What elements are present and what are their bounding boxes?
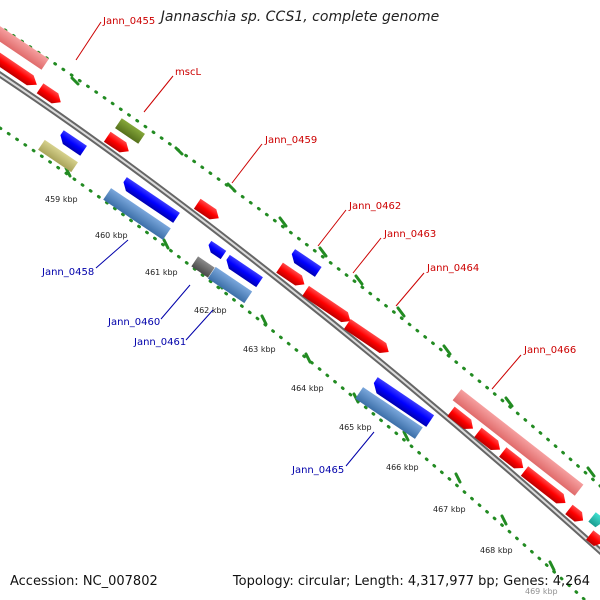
outer-tick-marks <box>4 34 596 478</box>
gene-feature <box>226 254 263 288</box>
accession-text: Accession: NC_007802 <box>10 574 158 589</box>
scale-label: 468 kbp <box>480 546 513 555</box>
forward-genes <box>0 24 600 546</box>
gene-label: Jann_0458 <box>41 267 94 278</box>
gene-feature <box>191 256 215 278</box>
gene-feature <box>36 83 61 104</box>
reverse-genes <box>38 130 435 439</box>
gene-feature <box>565 504 584 522</box>
gene-feature <box>373 377 435 427</box>
gene-feature <box>38 139 78 173</box>
scale-label: 466 kbp <box>386 463 419 472</box>
gene-label: Jann_0463 <box>383 229 436 240</box>
scale-label: 467 kbp <box>433 505 466 514</box>
gene-feature <box>0 46 37 86</box>
gene-feature <box>291 249 322 277</box>
scale-label: 460 kbp <box>95 231 128 240</box>
inner-guide-line <box>0 126 587 600</box>
outer-guide-line <box>3 28 600 488</box>
scale-labels: 459 kbp 460 kbp 461 kbp 462 kbp 463 kbp … <box>45 195 558 596</box>
gene-feature <box>103 131 129 153</box>
scale-label: 463 kbp <box>243 345 276 354</box>
forward-gene-labels: Jann_0455 mscL Jann_0459 Jann_0462 Jann_… <box>102 16 576 356</box>
backbone <box>0 71 600 556</box>
gene-feature <box>302 285 351 323</box>
gene-feature <box>588 512 600 528</box>
gene-label: Jann_0461 <box>133 337 186 348</box>
gene-feature <box>115 118 145 144</box>
gene-feature <box>103 188 171 240</box>
scale-label: 464 kbp <box>291 384 324 393</box>
gene-label: mscL <box>175 67 201 78</box>
gene-feature <box>520 466 566 504</box>
scale-label: 469 kbp <box>525 587 558 596</box>
gene-feature <box>207 266 253 304</box>
gene-feature <box>452 389 584 496</box>
scale-label: 461 kbp <box>145 268 178 277</box>
gene-label: Jann_0459 <box>264 135 317 146</box>
topology-text: Topology: circular; Length: 4,317,977 bp… <box>232 574 590 589</box>
gene-feature <box>343 319 389 354</box>
gene-feature <box>60 130 87 156</box>
gene-label: Jann_0464 <box>426 263 479 274</box>
guide-lines <box>0 28 600 600</box>
gene-feature <box>123 177 180 223</box>
gene-feature <box>193 198 219 220</box>
gene-feature <box>208 240 227 260</box>
gene-feature <box>276 262 305 286</box>
scale-label: 462 kbp <box>194 306 227 315</box>
scale-label: 459 kbp <box>45 195 78 204</box>
gene-label: Jann_0465 <box>291 465 344 476</box>
gene-feature <box>0 24 49 70</box>
scale-label: 465 kbp <box>339 423 372 432</box>
gene-label: Jann_0455 <box>102 16 155 27</box>
leader-lines <box>75 21 522 467</box>
gene-label: Jann_0460 <box>107 317 160 328</box>
gene-feature <box>447 406 474 430</box>
gene-feature <box>586 530 600 546</box>
gene-feature <box>355 387 423 439</box>
reverse-gene-labels: Jann_0458 Jann_0460 Jann_0461 Jann_0465 <box>41 267 344 476</box>
gene-feature <box>474 427 501 451</box>
page-title: Jannaschia sp. CCS1, complete genome <box>160 9 440 25</box>
gene-label: Jann_0466 <box>523 345 576 356</box>
gene-label: Jann_0462 <box>348 201 401 212</box>
gene-feature <box>499 447 524 469</box>
